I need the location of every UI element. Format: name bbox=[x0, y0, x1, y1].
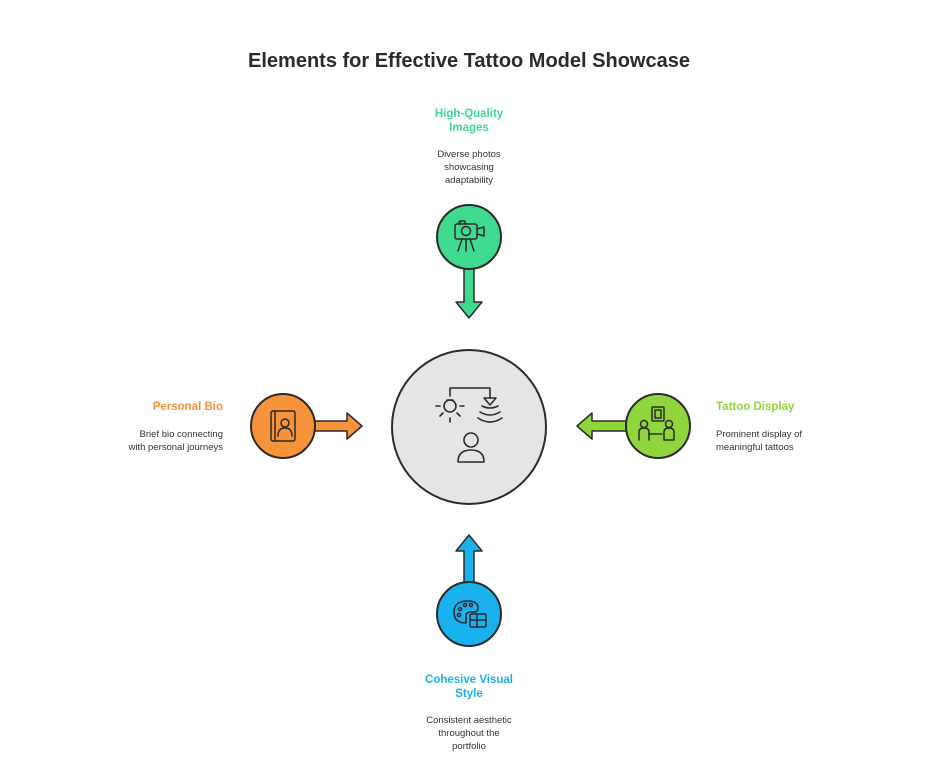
high-quality-images-heading-line2: Images bbox=[449, 122, 489, 134]
cohesive-visual-style-desc-line3: portfolio bbox=[452, 741, 486, 752]
personal-bio-description: Brief bio connecting with personal journ… bbox=[83, 428, 223, 454]
high-quality-images-description: Diverse photos showcasing adaptability bbox=[399, 148, 539, 187]
people-display-icon bbox=[638, 406, 675, 441]
cohesive-visual-style-heading-line2: Style bbox=[455, 688, 483, 700]
tattoo-display-node bbox=[625, 393, 691, 459]
cohesive-visual-style-desc-line1: Consistent aesthetic bbox=[426, 715, 512, 726]
camera-tripod-icon bbox=[454, 220, 485, 252]
model-spotlight-icon bbox=[435, 387, 503, 463]
left-connector-arrow bbox=[312, 412, 363, 440]
bottom-connector-arrow bbox=[455, 534, 483, 586]
high-quality-images-node bbox=[436, 204, 502, 270]
cohesive-visual-style-heading-line1: Cohesive Visual bbox=[425, 674, 513, 686]
high-quality-images-desc-line1: Diverse photos bbox=[437, 149, 501, 160]
palette-layout-icon bbox=[453, 600, 487, 628]
right-connector-arrow bbox=[576, 412, 627, 440]
high-quality-images-desc-line3: adaptability bbox=[444, 175, 494, 186]
profile-book-icon bbox=[270, 410, 296, 442]
cohesive-visual-style-node bbox=[436, 581, 502, 647]
high-quality-images-heading-line1: High-Quality bbox=[434, 108, 504, 120]
high-quality-images-desc-line2: showcasing bbox=[444, 162, 494, 173]
tattoo-display-desc-line2: meaningful tattoos bbox=[716, 442, 794, 453]
cohesive-visual-style-description: Consistent aesthetic throughout the port… bbox=[389, 714, 549, 753]
personal-bio-desc-line1: Brief bio connecting bbox=[139, 429, 223, 440]
tattoo-display-description: Prominent display of meaningful tattoos bbox=[716, 428, 866, 454]
tattoo-display-desc-line1: Prominent display of bbox=[716, 429, 803, 440]
high-quality-images-heading: High-Quality Images bbox=[399, 107, 539, 135]
cohesive-visual-style-heading: Cohesive Visual Style bbox=[389, 673, 549, 701]
tattoo-display-heading: Tattoo Display bbox=[716, 401, 795, 413]
center-hub bbox=[391, 349, 547, 505]
personal-bio-desc-line2: with personal journeys bbox=[128, 442, 223, 453]
diagram-title: Elements for Effective Tattoo Model Show… bbox=[248, 50, 690, 72]
top-connector-arrow bbox=[455, 267, 483, 319]
personal-bio-heading: Personal Bio bbox=[152, 401, 223, 413]
cohesive-visual-style-desc-line2: throughout the bbox=[438, 728, 500, 739]
